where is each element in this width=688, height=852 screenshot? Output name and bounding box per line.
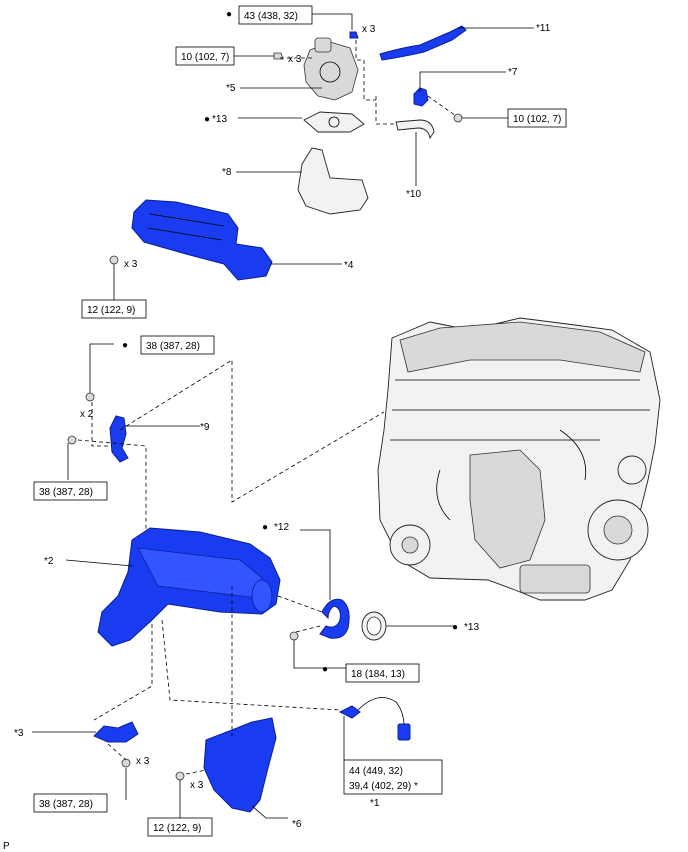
callout-label: *9 — [200, 422, 210, 433]
bolt-icon — [175, 771, 185, 781]
callout-label: *7 — [508, 67, 518, 78]
callout-label: *5 — [226, 83, 236, 94]
nut-icon — [273, 52, 284, 60]
torque-spec: 18 (184, 13) — [351, 669, 405, 680]
quantity-label: x 3 — [136, 756, 150, 767]
bolt-icon — [453, 113, 463, 123]
nut-icon — [289, 631, 299, 641]
quantity-label: x 3 — [362, 24, 376, 35]
bullet-markers: ● ● ● ● ● ● — [122, 9, 458, 675]
figure-code: P — [3, 841, 10, 852]
callout-label: *13 — [212, 114, 227, 125]
lower-heat-insulator-part — [203, 717, 277, 813]
quantity-label: x 2 — [80, 409, 94, 420]
bolt-icon — [109, 255, 119, 265]
torque-spec: 43 (438, 32) — [244, 11, 298, 22]
torque-spec-boxes: 43 (438, 32) 10 (102, 7) 10 (102, 7) 12 … — [33, 5, 567, 837]
clamp-part — [319, 598, 350, 639]
gasket-lower-part — [361, 611, 387, 641]
quantity-label: x 3 — [124, 259, 138, 270]
callout-label: *1 — [370, 798, 380, 809]
torque-spec: 10 (102, 7) — [513, 114, 561, 125]
egr-sensor-part — [413, 87, 429, 107]
egr-pipe-part — [379, 25, 467, 61]
torque-spec: 12 (122, 9) — [87, 305, 135, 316]
bullet-icon: ● — [262, 522, 268, 533]
quantity-label: x 3 — [190, 780, 204, 791]
callout-label: *13 — [464, 622, 479, 633]
callout-label: *6 — [292, 819, 302, 830]
torque-spec: 44 (449, 32) — [349, 766, 403, 777]
torque-spec: 10 (102, 7) — [181, 52, 229, 63]
callout-label: *12 — [274, 522, 289, 533]
nut-icon — [85, 392, 95, 402]
egr-valve-part — [303, 37, 359, 101]
hose-part — [395, 119, 435, 140]
gasket-top-part — [303, 111, 365, 133]
torque-spec: 39,4 (402, 29) * — [349, 781, 418, 792]
engine-assembly-illustration — [377, 317, 661, 601]
bullet-icon: ● — [122, 340, 128, 351]
callout-label: *4 — [344, 260, 354, 271]
catalytic-converter-part — [97, 527, 281, 647]
callout-label: *3 — [14, 728, 24, 739]
bracket-lower-part — [93, 721, 139, 743]
leader-lines — [32, 13, 534, 819]
bullet-icon: ● — [226, 9, 232, 20]
torque-spec: 38 (387, 28) — [39, 487, 93, 498]
assembly-dashed-lines — [77, 40, 457, 775]
nut-icon — [349, 31, 359, 39]
bullet-icon: ● — [452, 622, 458, 633]
quantity-markers: x 3 x 3 x 3 x 2 x 3 x 3 — [80, 24, 376, 791]
torque-spec: 38 (387, 28) — [39, 799, 93, 810]
callout-label: *2 — [44, 556, 54, 567]
callout-label: *10 — [406, 189, 421, 200]
bolt-icon — [121, 758, 131, 768]
air-fuel-sensor-part — [338, 697, 411, 741]
insulator-top-part — [297, 147, 369, 215]
upper-heat-insulator-part — [131, 199, 273, 281]
torque-spec: 38 (387, 28) — [146, 341, 200, 352]
callout-labels: *11 *7 *5 *13 *8 *10 *4 *9 *12 *2 *13 *3… — [14, 23, 551, 830]
callout-label: *8 — [222, 167, 232, 178]
bullet-icon: ● — [204, 114, 210, 125]
bullet-icon: ● — [322, 664, 328, 675]
quantity-label: x 3 — [288, 54, 302, 65]
callout-label: *11 — [536, 23, 551, 34]
torque-spec: 12 (122, 9) — [153, 823, 201, 834]
bolt-icon — [67, 435, 77, 445]
bracket-upper-part — [109, 415, 129, 463]
